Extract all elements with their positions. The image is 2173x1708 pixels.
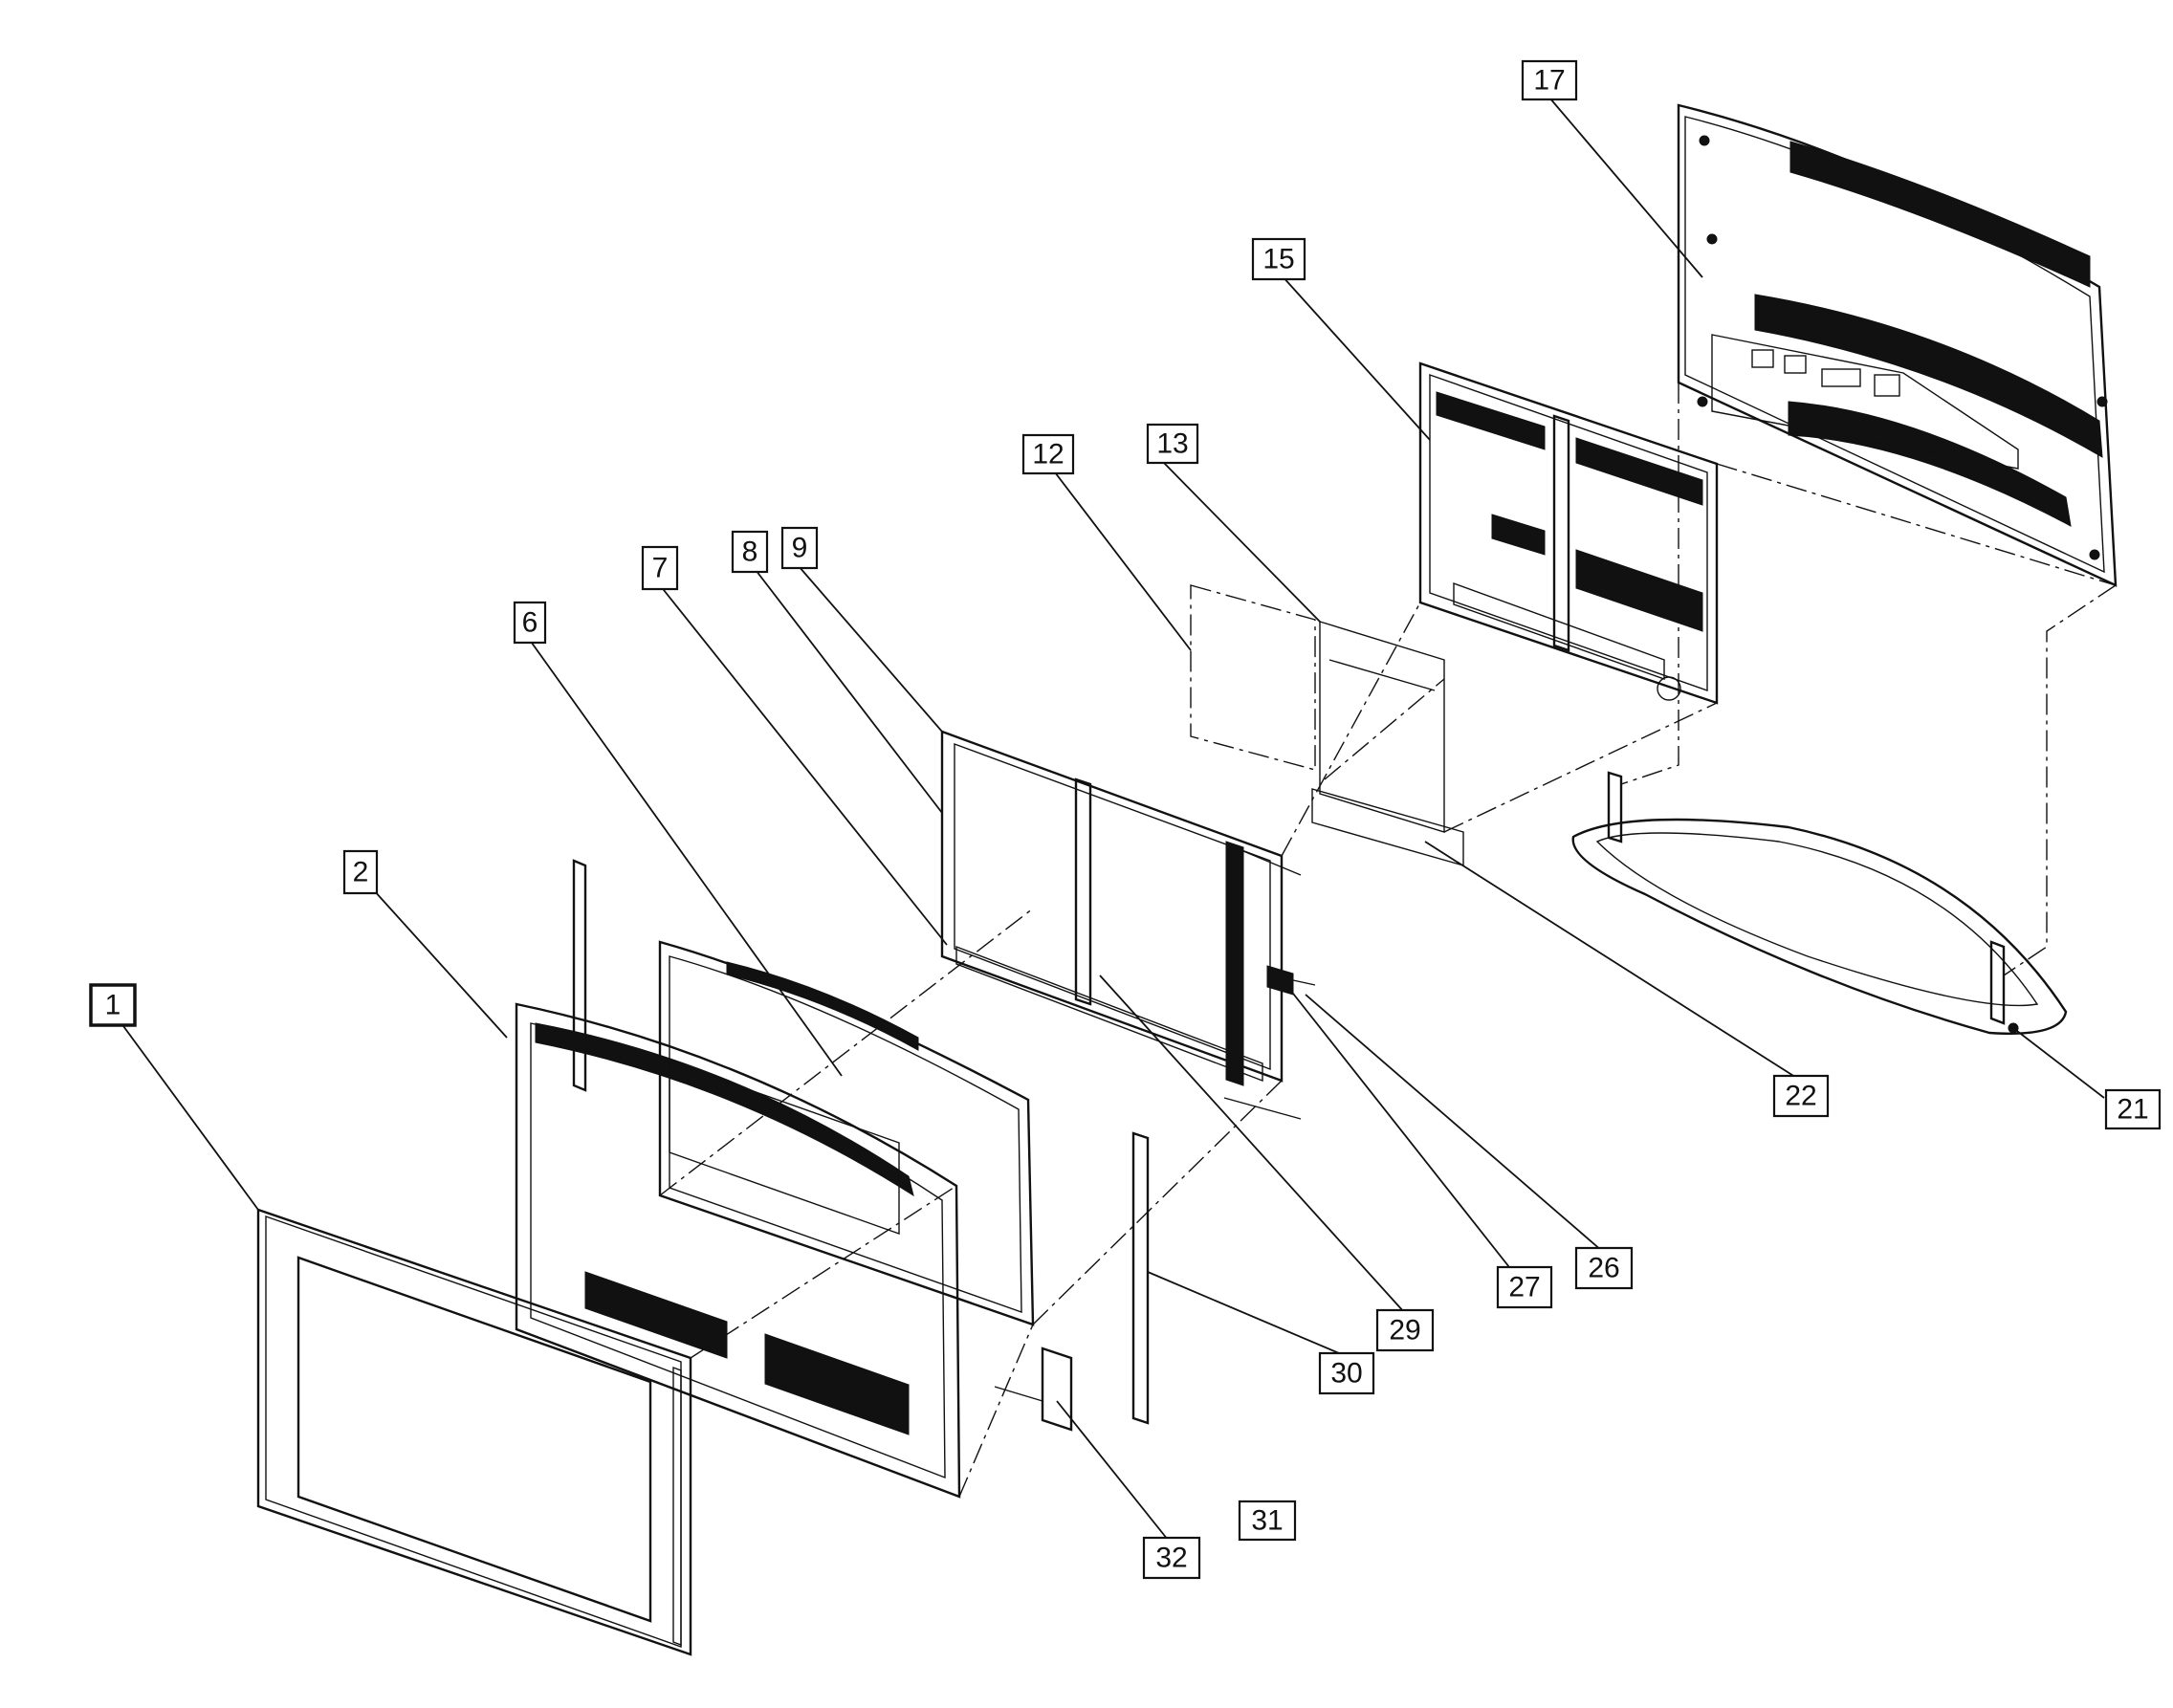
part-17-rear-cover <box>1677 103 2118 587</box>
callout-22: 22 <box>1772 1074 1830 1118</box>
callout-32-label: 32 <box>1155 1543 1187 1574</box>
callout-12: 12 <box>1021 433 1075 475</box>
callout-1: 1 <box>89 983 137 1027</box>
callout-27: 27 <box>1496 1265 1553 1309</box>
callout-13: 13 <box>1146 423 1199 465</box>
callout-6: 6 <box>513 601 547 645</box>
callout-6-label: 6 <box>522 607 538 639</box>
callout-2: 2 <box>342 849 379 895</box>
part-30-side-bracket <box>1131 1131 1150 1425</box>
callout-22-label: 22 <box>1785 1081 1816 1112</box>
part-32-bracket <box>994 1347 1073 1432</box>
callout-17-label: 17 <box>1533 65 1565 97</box>
part-15-rear-shield <box>1418 361 1719 705</box>
callout-27-label: 27 <box>1508 1272 1540 1303</box>
callout-1-label: 1 <box>105 990 121 1021</box>
callout-7: 7 <box>641 545 679 591</box>
part-12-panel <box>1190 584 1316 771</box>
callout-8-label: 8 <box>742 536 758 568</box>
part-13-main-board <box>1311 621 1464 866</box>
callout-8: 8 <box>731 530 769 574</box>
callout-32: 32 <box>1142 1536 1201 1580</box>
callout-7-label: 7 <box>652 553 669 584</box>
callout-21-label: 21 <box>2117 1094 2148 1126</box>
part-6-lcd-panel <box>658 940 1035 1326</box>
callout-30-label: 30 <box>1330 1358 1362 1390</box>
part-2-bezel-frame <box>515 859 961 1499</box>
callout-31: 31 <box>1238 1500 1297 1542</box>
assembly-lines <box>659 383 2117 1498</box>
callout-9: 9 <box>780 526 819 570</box>
callout-2-label: 2 <box>353 857 369 888</box>
callout-15-label: 15 <box>1262 244 1294 275</box>
part-1-front-bezel <box>256 1208 692 1656</box>
callout-17: 17 <box>1521 59 1578 101</box>
callout-26: 26 <box>1574 1246 1634 1290</box>
callout-30: 30 <box>1318 1351 1375 1395</box>
callout-15: 15 <box>1251 237 1306 281</box>
callout-29-label: 29 <box>1389 1315 1420 1347</box>
part-9-chassis-frame <box>940 730 1302 1120</box>
part-21-stand-base <box>1571 771 2068 1035</box>
callout-13-label: 13 <box>1156 428 1188 460</box>
callout-29: 29 <box>1375 1308 1435 1352</box>
callout-9-label: 9 <box>792 533 808 564</box>
leader-lines <box>112 97 2105 1545</box>
callout-12-label: 12 <box>1032 439 1064 471</box>
callout-26-label: 26 <box>1588 1253 1619 1284</box>
callout-21: 21 <box>2104 1088 2162 1130</box>
callout-31-label: 31 <box>1251 1505 1283 1537</box>
